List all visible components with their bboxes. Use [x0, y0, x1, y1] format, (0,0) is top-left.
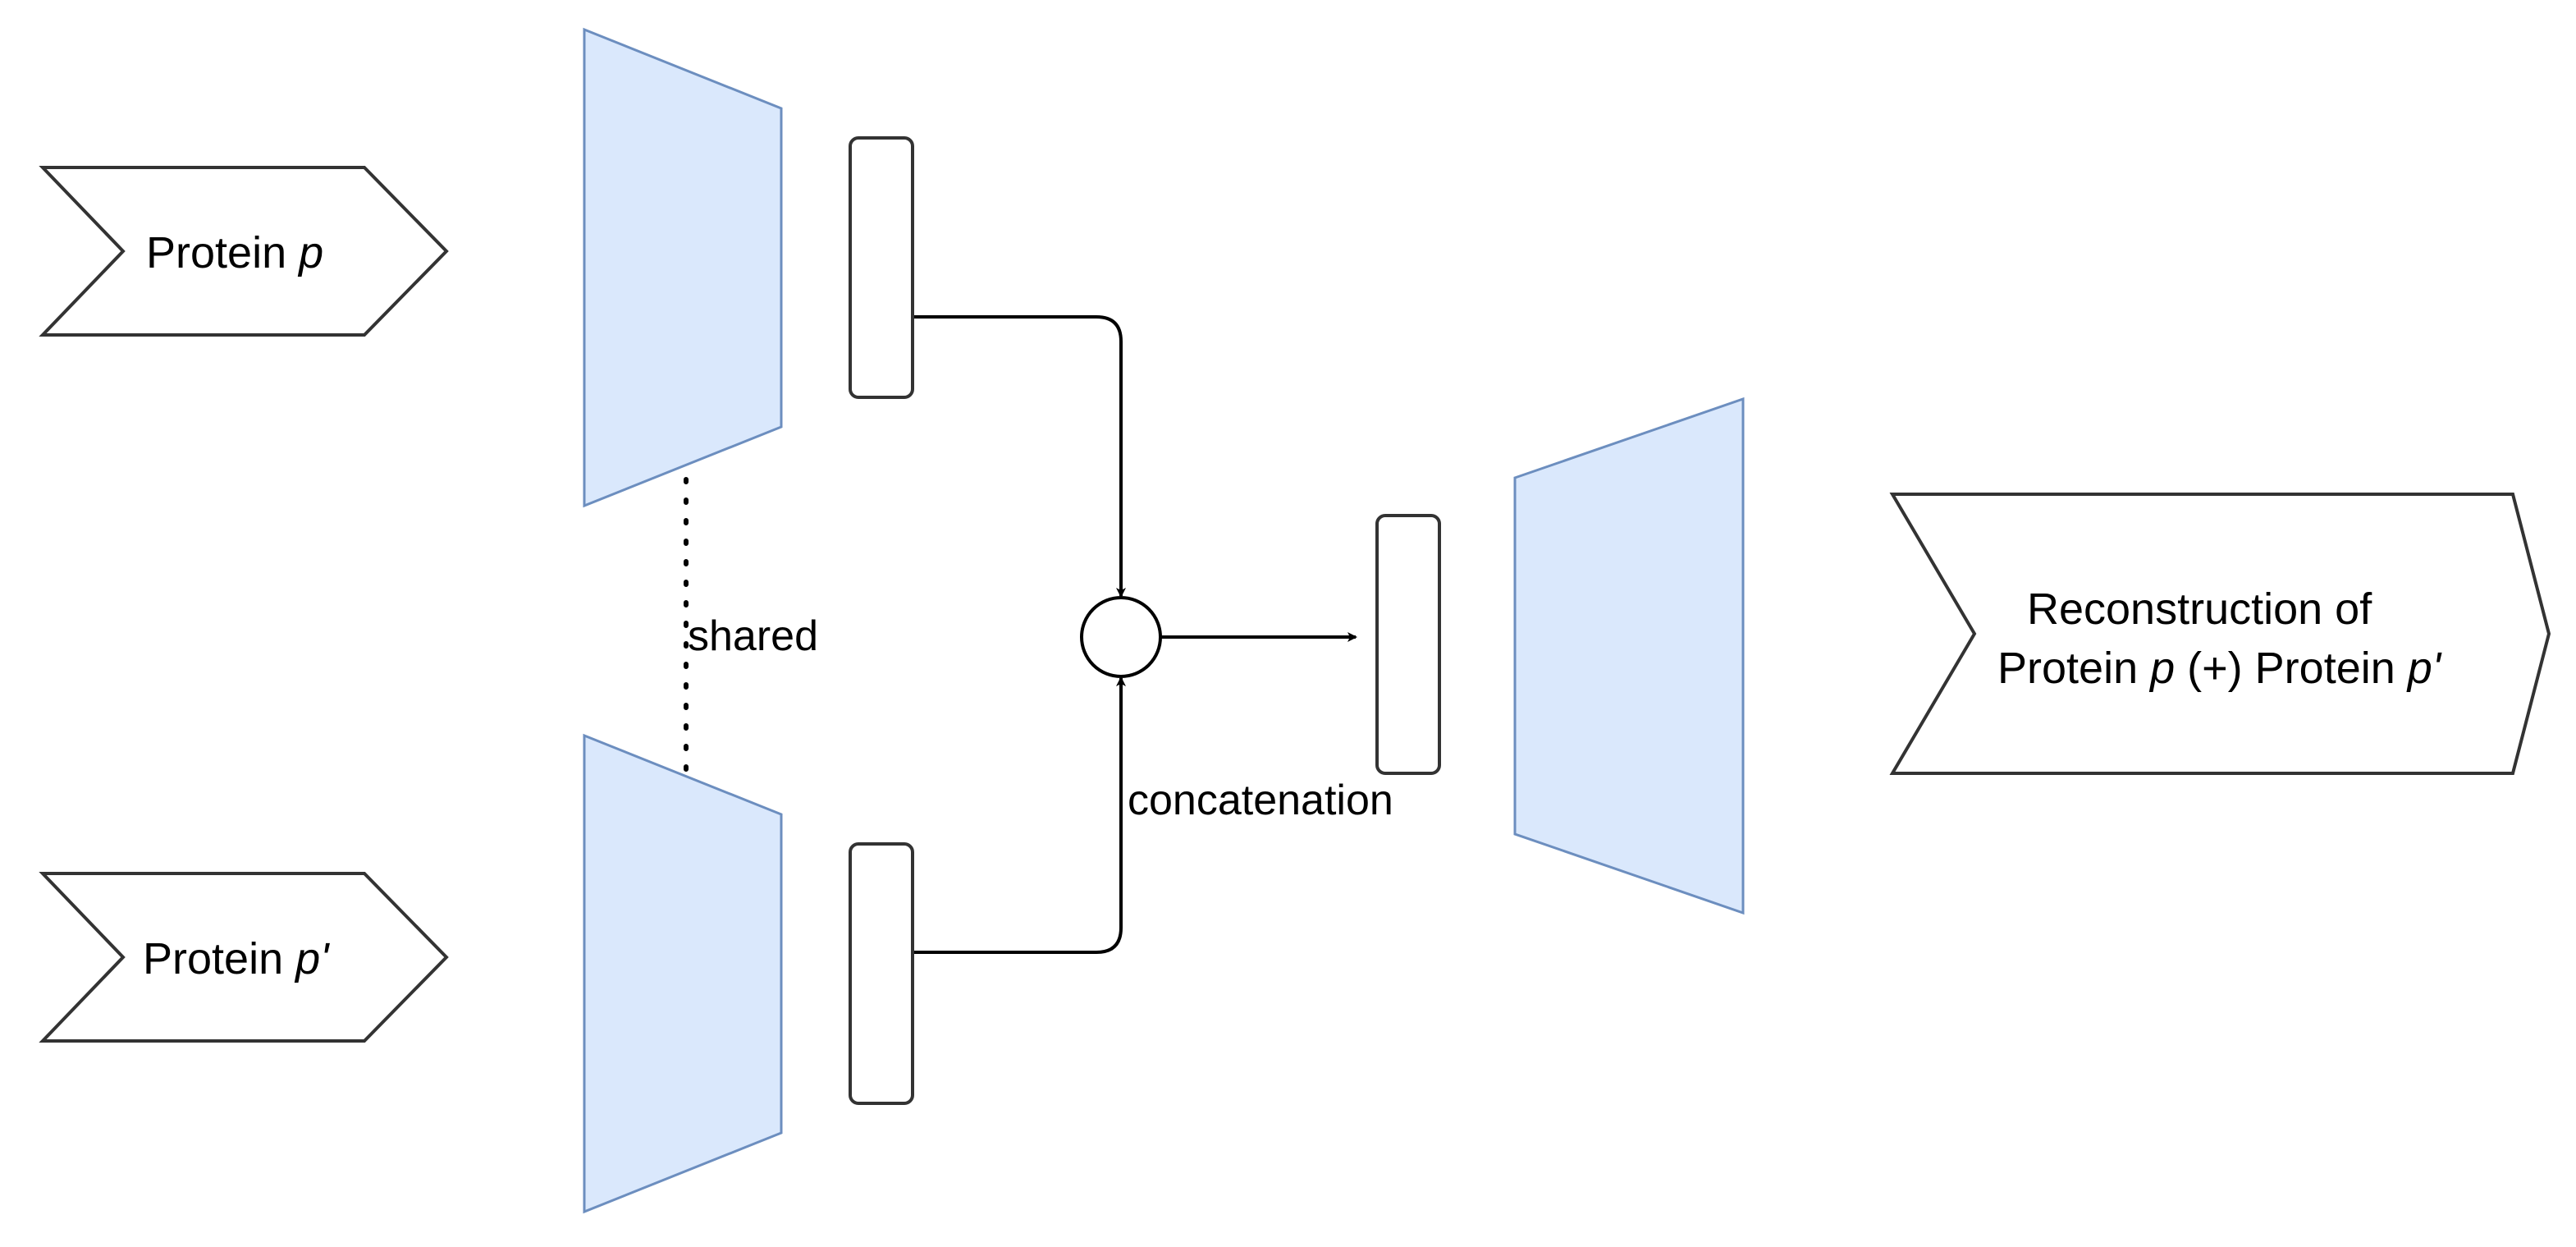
input-protein-p-prime: Protein p' — [39, 872, 449, 1043]
input-protein-p: Protein p — [39, 166, 449, 337]
latent-vector-bottom — [849, 842, 914, 1105]
input-protein-p-label: Protein p — [146, 228, 323, 277]
output-line-2: Protein p (+) Protein p' — [1997, 644, 2442, 693]
encoder-bottom — [583, 733, 783, 1214]
joint-latent-vector — [1375, 514, 1441, 775]
latent-vector-top — [849, 136, 914, 399]
connector-top — [914, 315, 1126, 598]
input-protein-p-shape — [39, 166, 449, 337]
decoder — [1513, 397, 1745, 915]
concatenation-node — [1080, 596, 1162, 678]
input-protein-p-prime-shape — [39, 872, 449, 1043]
shared-label: shared — [688, 612, 818, 660]
connector-bottom — [914, 676, 1126, 954]
encoder-top — [583, 27, 783, 508]
concatenation-label: concatenation — [1128, 777, 1393, 824]
output-line-1: Reconstruction of — [2027, 585, 2372, 634]
input-protein-p-prime-label: Protein p' — [143, 934, 330, 983]
output-reconstruction: Reconstruction of Protein p (+) Protein … — [1889, 493, 2551, 775]
output-reconstruction-shape — [1889, 493, 2551, 775]
